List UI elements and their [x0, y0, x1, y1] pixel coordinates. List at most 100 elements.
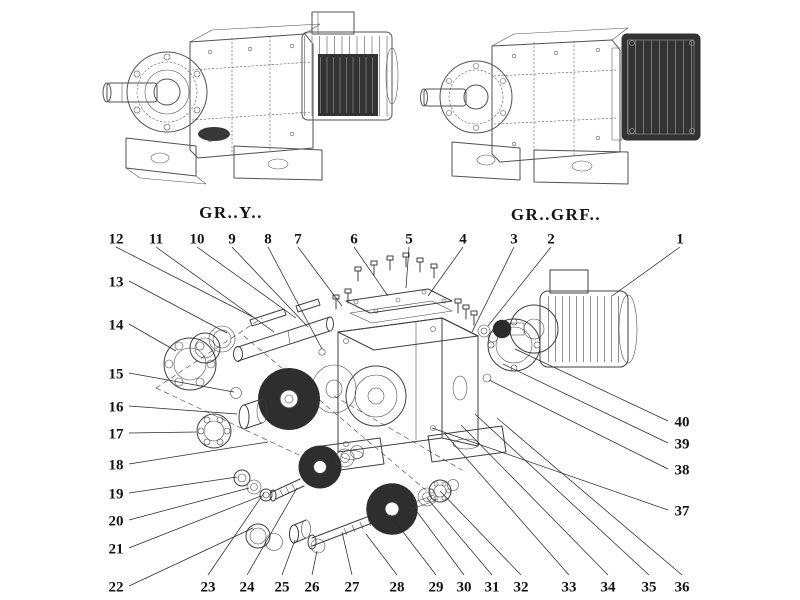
- leader-line-1: [611, 246, 681, 297]
- leader-line-10: [196, 246, 297, 319]
- callout-15: 15: [109, 366, 124, 382]
- callout-27: 27: [345, 579, 361, 595]
- leader-line-26: [311, 550, 318, 576]
- leader-line-8: [267, 246, 323, 350]
- callout-4: 4: [459, 231, 467, 247]
- callout-14: 14: [109, 317, 125, 333]
- ribbed-cover-right-view: [621, 33, 701, 141]
- pinion-stub: [269, 478, 305, 502]
- mounting-feet-right-view: [451, 141, 629, 185]
- callout-5: 5: [405, 231, 413, 247]
- callout-17: 17: [109, 426, 125, 442]
- leader-line-39: [502, 363, 669, 444]
- motor-exploded: [492, 269, 638, 368]
- variant-label-gr-y: GR..Y..: [199, 203, 263, 222]
- callout-36: 36: [675, 579, 691, 595]
- leader-line-33: [444, 433, 570, 576]
- leader-line-32: [439, 490, 522, 576]
- gear-medium: [298, 445, 342, 489]
- callout-29: 29: [429, 579, 444, 595]
- assembled-view-gr-y: [102, 11, 399, 185]
- leader-line-6: [353, 246, 389, 297]
- guide-line: [243, 335, 429, 493]
- leader-line-16: [128, 405, 238, 415]
- input-side-parts: [454, 298, 541, 383]
- leader-line-23: [207, 492, 265, 576]
- callout-40: 40: [675, 414, 690, 430]
- leader-line-13: [128, 280, 228, 334]
- callout-38: 38: [675, 462, 690, 478]
- output-shaft-right-view: [420, 88, 467, 107]
- cover-bolts: [354, 252, 438, 282]
- output-shaft-left-view: [102, 82, 158, 103]
- callout-6: 6: [350, 231, 358, 247]
- callout-7: 7: [294, 231, 302, 247]
- leader-line-34: [460, 424, 609, 576]
- leader-line-30: [411, 504, 465, 576]
- leader-line-4: [427, 246, 464, 297]
- leader-line-38: [488, 379, 669, 470]
- input-shaft-washers: [417, 479, 459, 507]
- leader-line-29: [389, 514, 437, 576]
- spacer-ring: [230, 387, 242, 399]
- assembled-view-gr-grf: [420, 27, 701, 185]
- callout-11: 11: [149, 231, 163, 247]
- callout-21: 21: [109, 541, 124, 557]
- washer-mid-2: [350, 445, 364, 459]
- input-pinion-shaft: [307, 483, 435, 550]
- leader-line-15: [128, 372, 235, 393]
- guide-line: [333, 395, 463, 471]
- end-caps: [245, 519, 326, 554]
- callout-28: 28: [390, 579, 405, 595]
- leader-line-20: [128, 487, 250, 521]
- callout-1: 1: [676, 231, 684, 247]
- callout-24: 24: [240, 579, 256, 595]
- sleeve: [238, 398, 268, 430]
- exploded-view: [155, 252, 638, 554]
- leader-line-22: [128, 527, 254, 587]
- leader-line-28: [365, 533, 398, 576]
- guide-line: [155, 317, 263, 389]
- leader-line-5: [405, 246, 410, 289]
- guide-line: [155, 387, 319, 465]
- callout-19: 19: [109, 486, 124, 502]
- motor-left-view: [301, 11, 399, 121]
- callout-37: 37: [675, 503, 691, 519]
- callout-23: 23: [201, 579, 216, 595]
- output-flange-left-view: [126, 51, 208, 133]
- leader-line-36: [496, 417, 683, 576]
- callout-16: 16: [109, 399, 125, 415]
- leader-line-24: [246, 487, 298, 576]
- callout-33: 33: [562, 579, 577, 595]
- variant-label-gr-grf: GR..GRF..: [511, 205, 601, 224]
- breather-plug: [318, 348, 326, 356]
- housing-cover: [345, 288, 453, 324]
- callout-12: 12: [109, 231, 124, 247]
- leader-line-40: [514, 348, 669, 422]
- mounting-feet-left-view: [125, 127, 323, 185]
- leader-line-31: [426, 497, 493, 576]
- leader-line-2: [487, 246, 552, 327]
- callout-26: 26: [305, 579, 321, 595]
- callout-8: 8: [264, 231, 272, 247]
- leader-line-19: [128, 476, 238, 494]
- callout-31: 31: [485, 579, 500, 595]
- leader-line-25: [281, 539, 296, 576]
- callout-18: 18: [109, 457, 124, 473]
- intermediate-gear-large: [258, 364, 357, 430]
- callout-13: 13: [109, 274, 124, 290]
- leader-line-35: [474, 413, 650, 576]
- callout-35: 35: [642, 579, 657, 595]
- leader-line-37: [431, 427, 669, 511]
- callout-3: 3: [510, 231, 518, 247]
- washer-mid-1-inner: [340, 453, 350, 463]
- leader-line-12: [115, 246, 254, 318]
- callout-9: 9: [228, 231, 236, 247]
- leader-line-11: [155, 246, 275, 333]
- callout-34: 34: [601, 579, 617, 595]
- callout-2: 2: [547, 231, 555, 247]
- bearing-medium: [196, 413, 232, 449]
